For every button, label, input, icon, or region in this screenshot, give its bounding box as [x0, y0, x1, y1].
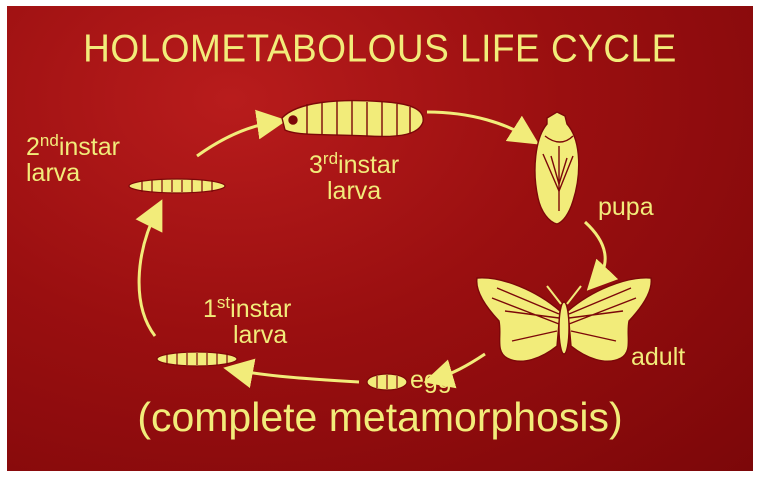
label-first-instar: 1stinstar larva	[203, 296, 291, 348]
egg-icon	[367, 374, 407, 390]
arrow-2nd-to-3rd	[197, 122, 275, 156]
pupa-icon	[535, 112, 579, 224]
arrow-1st-to-2nd	[139, 210, 157, 336]
arrow-egg-to-1st	[235, 370, 359, 382]
label-second-instar: 2ndinstar larva	[26, 134, 120, 186]
label-adult: adult	[631, 344, 685, 370]
third-instar-larva-icon	[282, 101, 423, 137]
first-instar-larva-icon	[157, 352, 237, 366]
label-third-instar: 3rdinstar larva	[309, 152, 399, 204]
label-egg: egg	[410, 367, 452, 393]
arrow-pupa-to-adult	[585, 222, 605, 282]
arrow-3rd-to-pupa	[427, 112, 529, 138]
adult-butterfly-icon	[477, 278, 652, 361]
diagram-panel: HOLOMETABOLOUS LIFE CYCLE	[7, 6, 753, 471]
second-instar-larva-icon	[129, 179, 225, 193]
label-pupa: pupa	[598, 194, 654, 220]
diagram-subtitle: (complete metamorphosis)	[7, 394, 753, 441]
